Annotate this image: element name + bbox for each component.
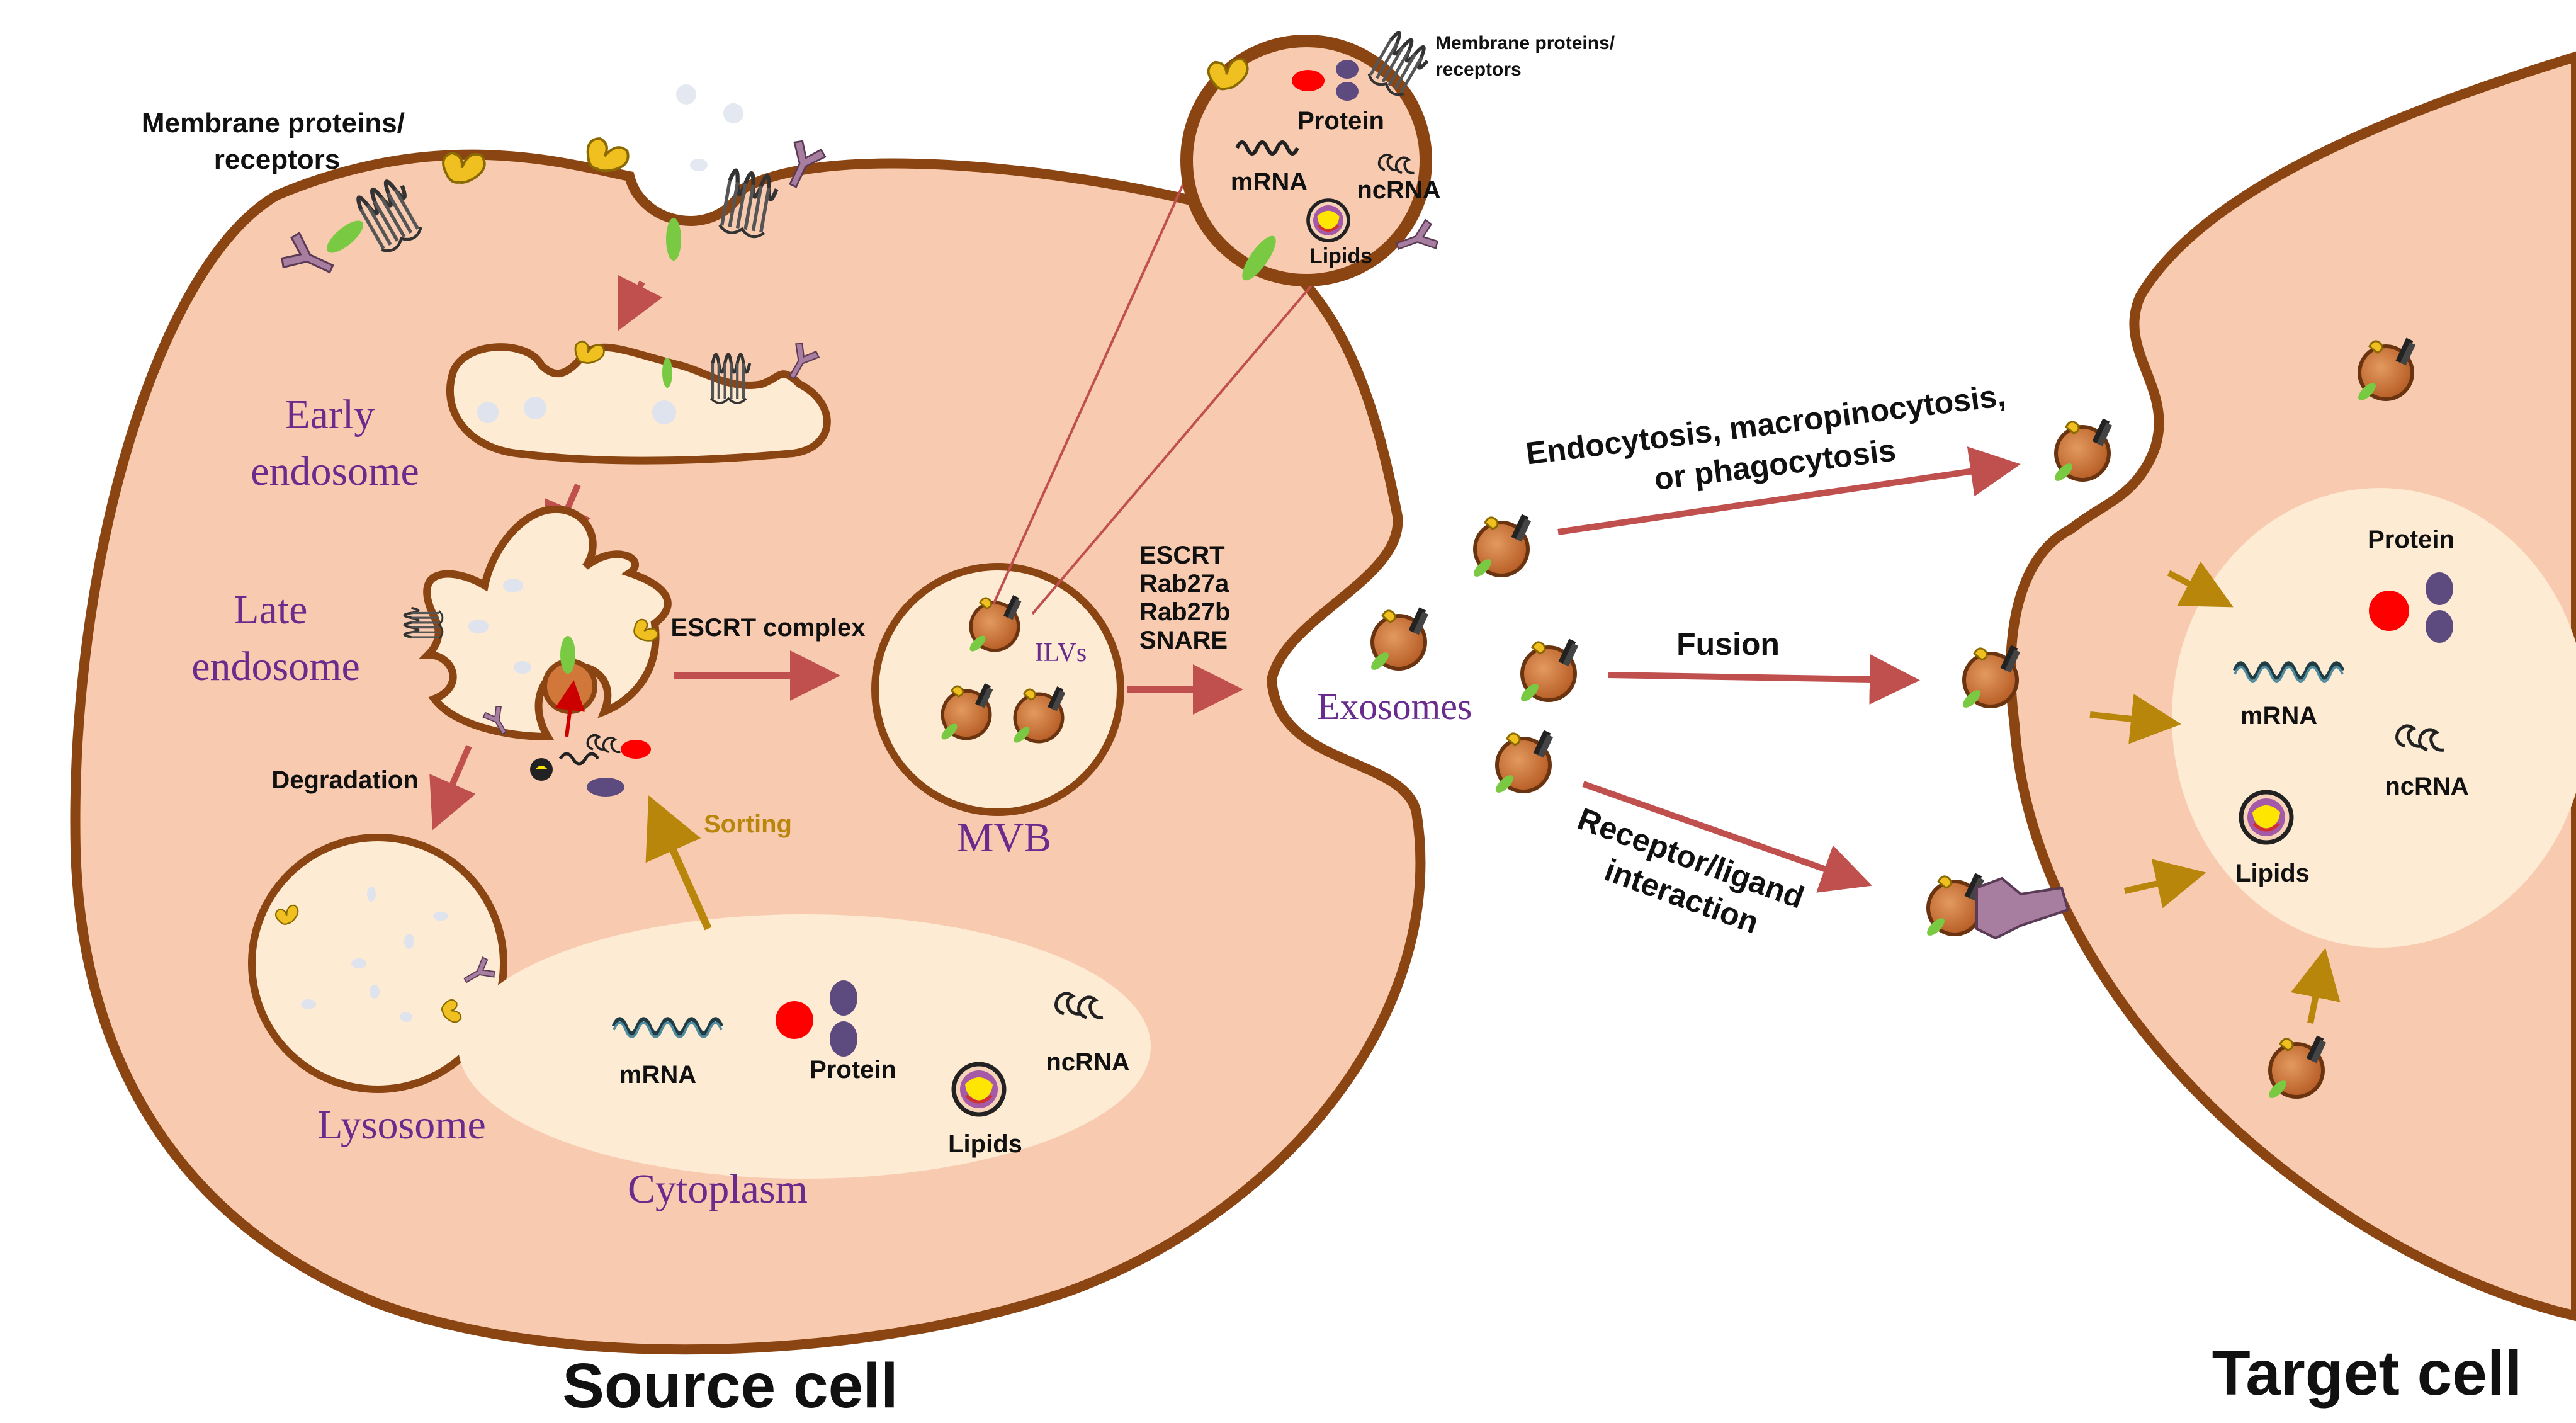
cargo-near-late-endosome	[530, 734, 651, 797]
cytoplasm	[458, 914, 1151, 1179]
escrt-complex-label: ESCRT complex	[671, 614, 866, 642]
exosomes-label: Exosomes	[1317, 686, 1472, 727]
degradation-label: Degradation	[271, 766, 418, 794]
lysosome-label: Lysosome	[317, 1102, 486, 1148]
cytoplasm-protein-label: Protein	[810, 1056, 896, 1084]
inset-protein-label: Protein	[1297, 107, 1384, 135]
membrane-proteins-label-left: Membrane proteins/ receptors	[142, 108, 412, 175]
source-cell-title: Source cell	[562, 1351, 898, 1421]
cytoplasm-ncrna-label: ncRNA	[1046, 1048, 1129, 1076]
escrt-list-label: ESCRT Rab27a Rab27b SNARE	[1139, 541, 1238, 654]
mvb-label: MVB	[957, 815, 1051, 861]
mvb	[871, 563, 1124, 816]
target-ncrna-label: ncRNA	[2385, 773, 2468, 800]
cytoplasm-lipids-label: Lipids	[948, 1130, 1022, 1158]
cytoplasm-mrna-label: mRNA	[619, 1061, 696, 1089]
ilvs-label: ILVs	[1035, 638, 1087, 667]
uptake-endocytosis-label: Endocytosis, macropinocytosis, or phagoc…	[1524, 377, 2021, 512]
target-cell-title: Target cell	[2212, 1338, 2522, 1409]
late-endosome	[419, 505, 672, 741]
membrane-proteins-label-top: Membrane proteins/ receptors	[1435, 33, 1620, 80]
cytoplasm-label: Cytoplasm	[628, 1166, 808, 1212]
inset-ncrna-label: ncRNA	[1357, 176, 1440, 204]
target-mrna-label: mRNA	[2240, 702, 2317, 730]
lysosome	[248, 834, 507, 1093]
late-endosome-label: Late endosome	[191, 587, 360, 689]
uptake-fusion-label: Fusion	[1676, 626, 1780, 662]
inset-mrna-label: mRNA	[1231, 168, 1308, 196]
target-lipids-label: Lipids	[2235, 859, 2310, 887]
target-cytoplasm	[2172, 488, 2576, 948]
early-endosome-label: Early endosome	[251, 392, 419, 494]
target-membrane-receptor	[1975, 876, 2070, 940]
target-protein-label: Protein	[2368, 526, 2455, 553]
early-endosome	[446, 343, 831, 465]
sorting-label: Sorting	[704, 810, 792, 838]
exosome-inset	[1180, 35, 1432, 286]
inset-lipids-label: Lipids	[1309, 244, 1372, 268]
